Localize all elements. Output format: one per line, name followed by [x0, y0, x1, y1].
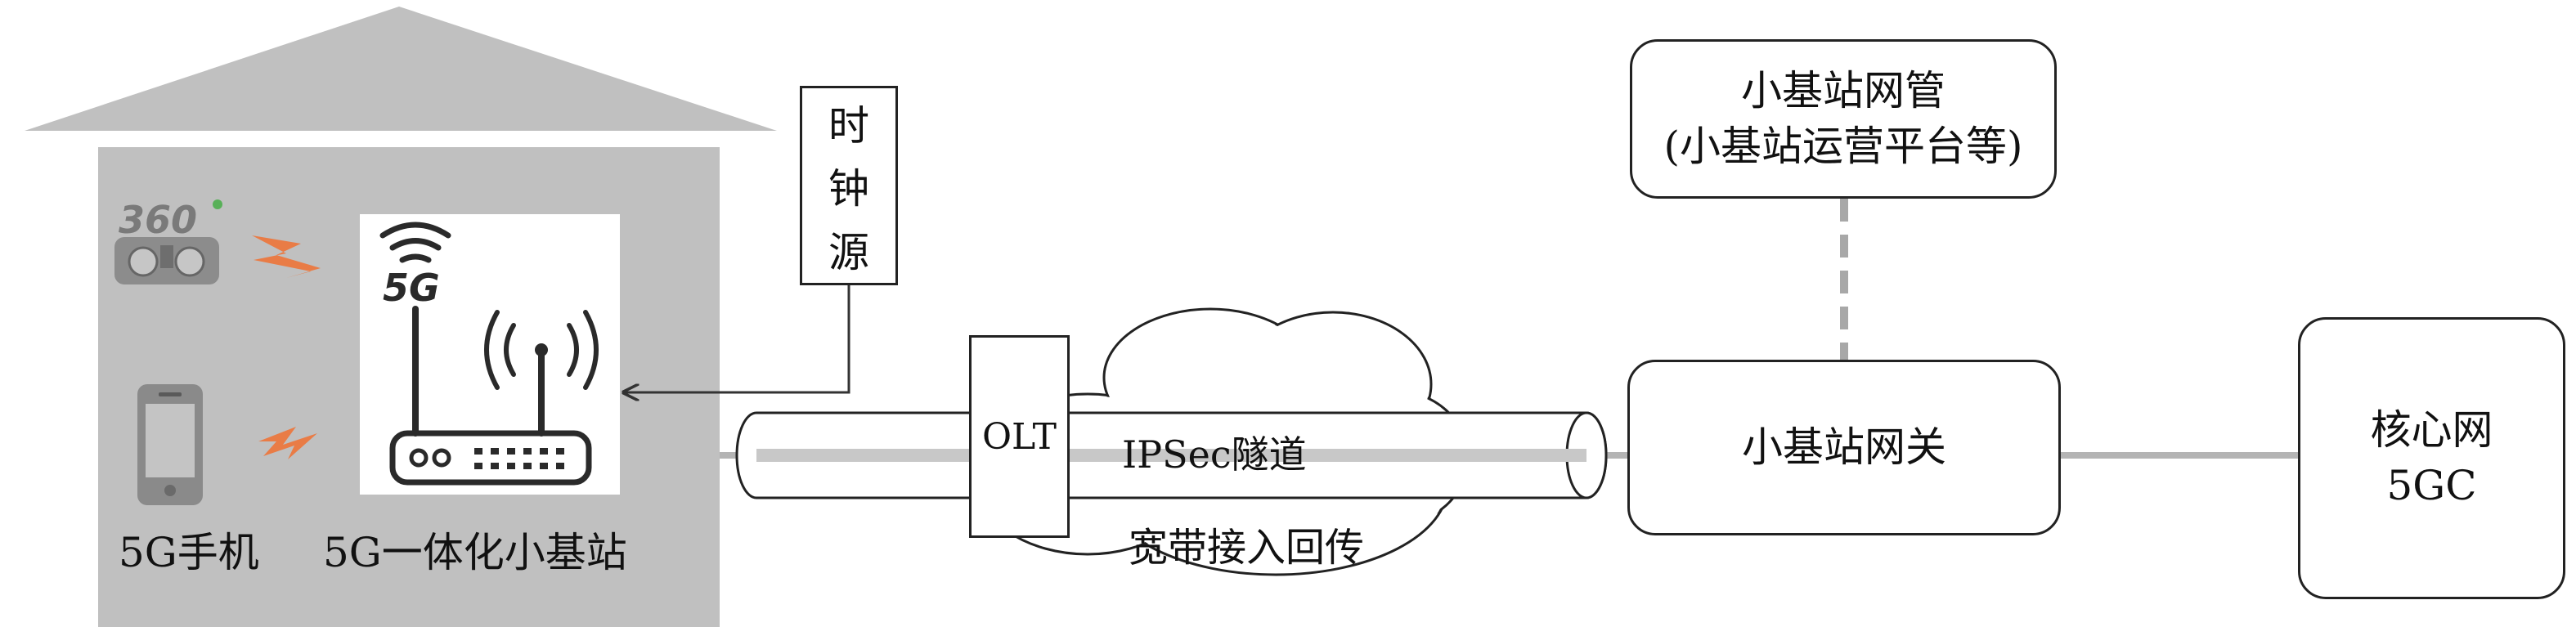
- station-device-panel: [360, 214, 620, 495]
- router-icon: [389, 306, 599, 486]
- phone-caption: 5G手机: [119, 529, 259, 576]
- smartphone-icon: [137, 384, 203, 505]
- clock-source-connector: [625, 285, 850, 392]
- core-network-box: 核心网 5GC: [2298, 317, 2565, 599]
- nms-box: 小基站网管 (小基站运营平台等): [1630, 39, 2057, 199]
- vr-headset-icon: [114, 237, 219, 284]
- vr-brand-dot: [213, 199, 222, 209]
- olt-label: OLT: [981, 415, 1057, 458]
- wireless-link-vr-icon: [252, 235, 321, 278]
- nms-title: 小基站网管: [1741, 67, 1945, 114]
- nms-subtitle: (小基站运营平台等): [1663, 122, 2023, 170]
- clock-source-box: 时 钟 源: [800, 86, 898, 285]
- wifi-signal-icon: [379, 222, 451, 263]
- router-5g-label: 5G: [383, 266, 440, 310]
- clock-source-char-2: 钟: [828, 165, 869, 213]
- station-caption: 5G一体化小基站: [323, 529, 627, 576]
- house-roof: [25, 7, 777, 131]
- core-network-title: 核心网: [2370, 406, 2493, 454]
- gateway-label: 小基站网关: [1742, 423, 1946, 471]
- ipsec-tunnel-label: IPSec隧道: [1122, 432, 1307, 477]
- gateway-box: 小基站网关: [1627, 360, 2061, 535]
- core-network-subtitle: 5GC: [2386, 461, 2477, 509]
- vr-brand-logo: 360: [119, 198, 197, 242]
- clock-source-char-3: 源: [828, 228, 869, 276]
- olt-box: OLT: [969, 335, 1070, 538]
- clock-source-char-1: 时: [828, 101, 869, 150]
- broadband-backhaul-label: 宽带接入回传: [1129, 525, 1365, 571]
- ipsec-tunnel-pipe: [735, 411, 1608, 499]
- wireless-link-phone-icon: [258, 427, 317, 459]
